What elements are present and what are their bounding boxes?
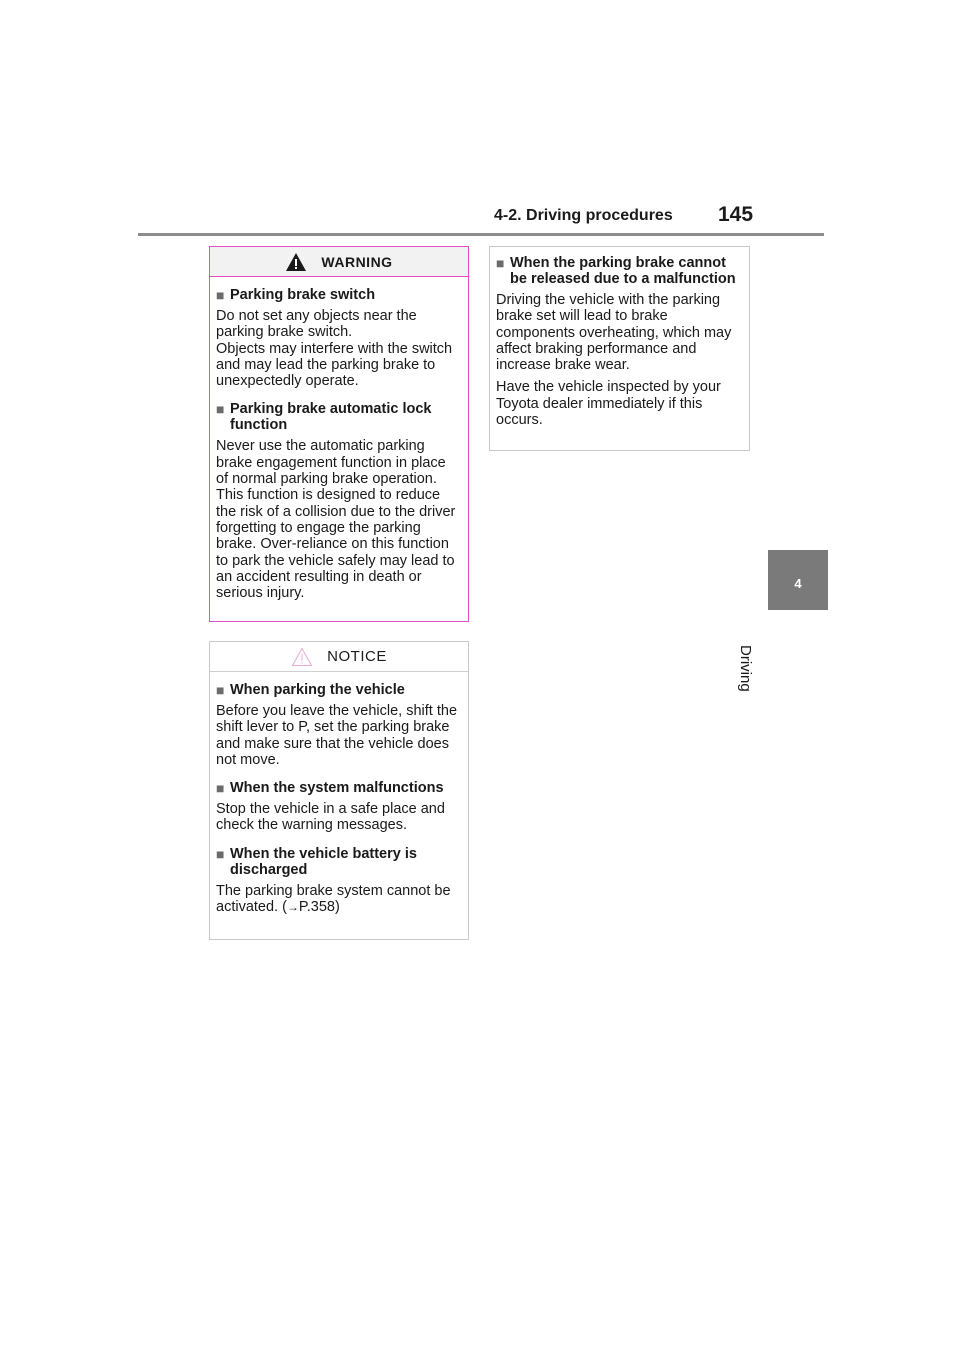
section-title: 4-2. Driving procedures xyxy=(494,207,673,224)
bullet-square-icon: ■ xyxy=(216,287,225,303)
arrow-right-icon: → xyxy=(286,900,299,915)
warning-heading-1: ■ Parking brake switch xyxy=(216,287,460,303)
notice-body: ■ When parking the vehicle Before you le… xyxy=(210,672,468,923)
chapter-number: 4 xyxy=(794,576,802,591)
notice-continued-body: ■ When the parking brake cannot be relea… xyxy=(490,247,749,436)
warning-text-2: Never use the automatic parking brake en… xyxy=(216,438,456,602)
warning-box: WARNING ■ Parking brake switch Do not se… xyxy=(209,246,469,622)
warning-title: WARNING xyxy=(321,253,393,270)
notice-heading-3-text: When the vehicle battery is discharged xyxy=(230,845,417,878)
page-reference-link[interactable]: P.358 xyxy=(298,899,335,916)
header-rule xyxy=(138,233,824,236)
chapter-label-text: Driving xyxy=(737,645,754,692)
notice-cont-heading-1-text: When the parking brake cannot be release… xyxy=(510,255,736,287)
notice-text-3-before: The parking brake system cannot be activ… xyxy=(216,882,451,916)
notice-header: NOTICE xyxy=(210,642,468,672)
notice-text-1: Before you leave the vehicle, shift the … xyxy=(216,703,458,768)
notice-heading-2: ■ When the system malfunctions xyxy=(216,780,460,796)
bullet-square-icon: ■ xyxy=(216,401,225,418)
notice-title: NOTICE xyxy=(327,648,387,665)
warning-heading-1-text: Parking brake switch xyxy=(230,287,376,303)
notice-continued-box: ■ When the parking brake cannot be relea… xyxy=(489,246,750,451)
warning-triangle-icon xyxy=(286,252,307,271)
notice-cont-text-1: Driving the vehicle with the parking bra… xyxy=(496,292,732,374)
notice-heading-3: ■ When the vehicle battery is discharged xyxy=(216,846,460,878)
notice-heading-2-text: When the system malfunctions xyxy=(230,780,444,797)
warning-header: WARNING xyxy=(210,247,468,277)
notice-cont-text-2: Have the vehicle inspected by your Toyot… xyxy=(496,379,721,429)
notice-heading-1-text: When parking the vehicle xyxy=(230,682,405,698)
bullet-square-icon: ■ xyxy=(216,845,225,862)
chapter-tab: 4 xyxy=(768,550,828,610)
notice-box: NOTICE ■ When parking the vehicle Before… xyxy=(209,641,469,940)
notice-triangle-icon xyxy=(291,646,313,666)
page-number: 145 xyxy=(718,203,754,226)
notice-cont-heading-1: ■ When the parking brake cannot be relea… xyxy=(496,255,741,287)
bullet-square-icon: ■ xyxy=(216,780,225,797)
notice-text-2: Stop the vehicle in a safe place and che… xyxy=(216,801,445,834)
bullet-square-icon: ■ xyxy=(496,255,505,271)
warning-heading-2-text: Parking brake automatic lock function xyxy=(230,401,432,434)
warning-text-1: Do not set any objects near the parking … xyxy=(216,308,453,390)
warning-heading-2: ■ Parking brake automatic lock function xyxy=(216,401,460,433)
bullet-square-icon: ■ xyxy=(216,682,225,698)
notice-text-3-after: ) xyxy=(334,899,340,916)
notice-heading-1: ■ When parking the vehicle xyxy=(216,682,460,698)
chapter-label: Driving xyxy=(737,645,754,695)
warning-body: ■ Parking brake switch Do not set any ob… xyxy=(210,277,468,609)
notice-text-3: The parking brake system cannot be activ… xyxy=(216,883,460,916)
